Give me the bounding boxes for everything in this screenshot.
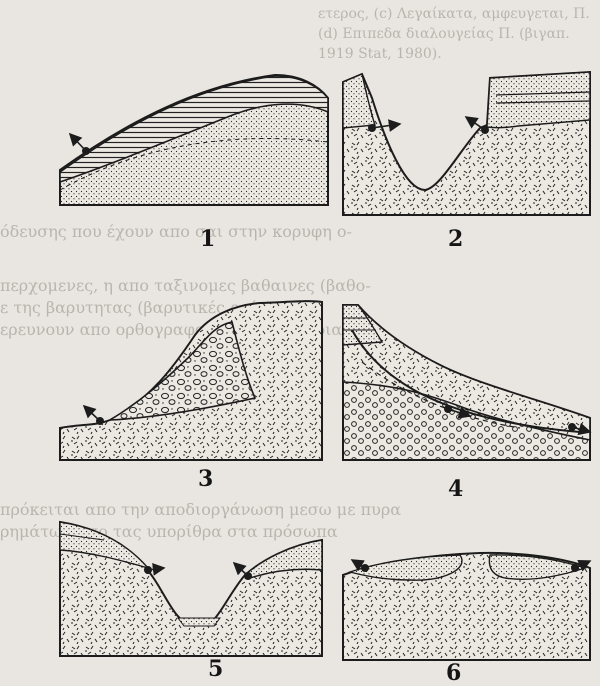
panel-2-diagram — [343, 72, 590, 215]
panel-1-diagram — [60, 75, 328, 205]
panel-3-diagram — [60, 301, 322, 460]
panel-label-6: 6 — [446, 660, 461, 686]
panel-label-2: 2 — [448, 226, 463, 252]
seepage-point-marker — [70, 134, 90, 155]
panel-label-5: 5 — [208, 656, 223, 682]
panel-label-4: 4 — [448, 476, 463, 502]
panel-label-3: 3 — [198, 466, 213, 492]
panel-4-diagram — [343, 305, 590, 460]
seepage-point-marker — [84, 406, 104, 425]
panel-5-diagram — [60, 522, 322, 656]
panel-label-1: 1 — [200, 226, 215, 252]
panel-6-diagram — [343, 553, 590, 660]
seepage-point-marker — [144, 566, 164, 574]
